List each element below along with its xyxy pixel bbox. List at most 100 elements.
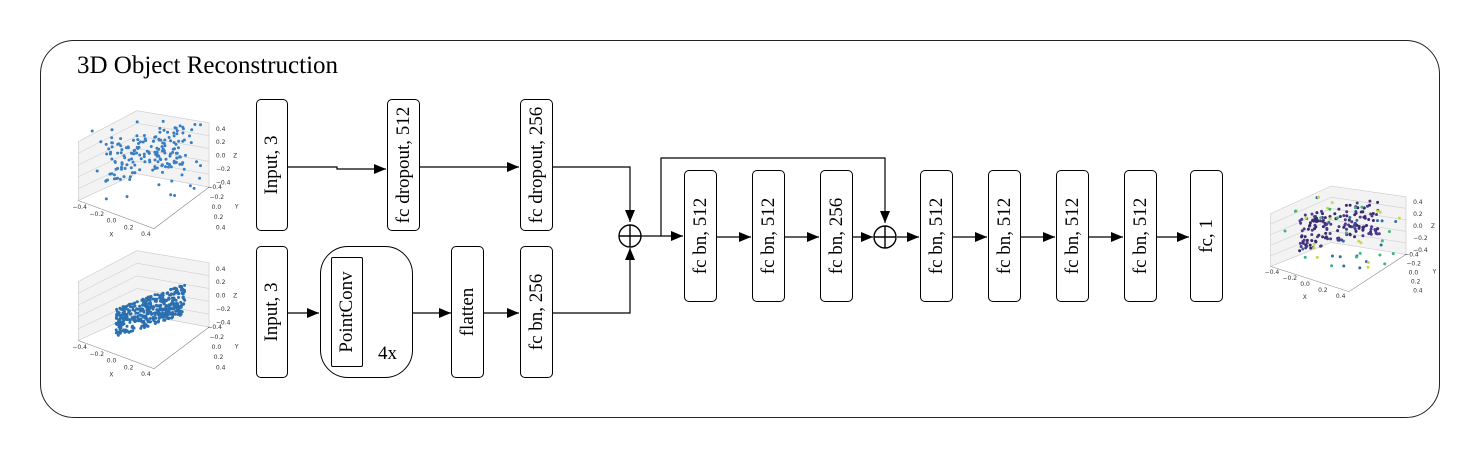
data-point: [153, 165, 157, 169]
data-point: [1319, 244, 1322, 248]
data-point: [173, 194, 177, 197]
data-point: [1303, 235, 1307, 239]
data-point: [1366, 261, 1370, 264]
data-point: [1348, 232, 1352, 236]
data-point: [122, 175, 126, 179]
data-point: [1378, 253, 1382, 257]
data-point: [110, 128, 114, 132]
data-point: [175, 129, 179, 133]
data-point: [165, 307, 169, 311]
y-tick-label: 0.0: [212, 344, 222, 351]
grid-line: [1270, 219, 1332, 246]
data-point: [1308, 243, 1312, 247]
data-point: [109, 150, 113, 154]
data-point: [113, 160, 117, 163]
data-point: [182, 167, 186, 171]
data-point: [153, 150, 157, 154]
data-point: [125, 195, 129, 199]
data-point: [129, 166, 133, 170]
data-point: [1330, 201, 1334, 205]
data-point: [110, 172, 114, 176]
data-point: [162, 318, 166, 322]
data-point: [163, 138, 167, 142]
y-tick-label: 0.2: [214, 214, 224, 221]
data-point: [140, 298, 144, 302]
data-point: [139, 157, 143, 161]
data-point: [127, 158, 131, 162]
grid-line: [78, 263, 137, 294]
data-point: [115, 310, 119, 314]
fc-bn-512-block-b: fc bn, 512: [752, 170, 785, 302]
floor-edge: [1270, 254, 1407, 292]
data-point: [1360, 205, 1364, 209]
data-point: [1303, 255, 1307, 259]
z-tick-label: −0.4: [216, 179, 231, 186]
data-point: [156, 293, 160, 297]
data-point: [165, 316, 169, 320]
data-point: [122, 328, 126, 332]
x-tick-label: −0.2: [90, 211, 105, 218]
data-point: [173, 126, 177, 130]
data-point: [178, 124, 182, 128]
data-point: [174, 142, 178, 146]
data-point: [1394, 220, 1398, 223]
pointconv-repeat-count: 4x: [378, 343, 397, 364]
y-tick-label: −0.4: [207, 324, 222, 331]
grid-line: [136, 123, 210, 136]
y-tick-label: −0.4: [207, 184, 222, 191]
data-point: [119, 330, 123, 333]
data-point: [1366, 204, 1369, 208]
z-tick-label: −0.2: [216, 306, 231, 313]
data-point: [172, 297, 176, 300]
data-point: [1328, 217, 1332, 221]
data-point: [164, 165, 167, 169]
data-point: [119, 151, 123, 155]
data-point: [1315, 216, 1319, 220]
x-tick-label: 0.2: [124, 364, 134, 371]
data-point: [146, 308, 150, 312]
data-point: [139, 326, 143, 330]
data-point: [172, 306, 176, 310]
fc-dropout-256-block: fc dropout, 256: [520, 99, 553, 231]
grid-line: [136, 263, 210, 276]
data-point: [126, 146, 130, 150]
data-point: [130, 171, 134, 175]
data-point: [142, 152, 146, 156]
data-point: [175, 132, 179, 136]
data-point: [154, 316, 158, 320]
data-point: [156, 160, 160, 164]
data-point: [1355, 201, 1359, 205]
data-point: [1345, 210, 1349, 214]
data-point: [1376, 209, 1379, 213]
data-point: [176, 291, 180, 295]
data-point: [173, 290, 177, 294]
data-point: [172, 159, 176, 163]
data-point: [169, 139, 173, 143]
diagram-title: 3D Object Reconstruction: [77, 52, 339, 79]
data-point: [161, 170, 164, 174]
data-point: [169, 303, 173, 307]
x-axis-label: X: [1303, 294, 1307, 300]
data-point: [132, 317, 136, 321]
data-point: [1369, 212, 1373, 216]
data-point: [141, 303, 144, 307]
data-point: [1387, 230, 1391, 233]
data-point: [162, 142, 166, 146]
data-point: [171, 299, 175, 303]
data-point: [142, 314, 146, 318]
data-point: [1328, 207, 1332, 211]
data-point: [164, 157, 168, 161]
data-point: [1298, 241, 1302, 245]
data-point: [142, 155, 146, 159]
y-tick-label: 0.4: [216, 224, 226, 231]
data-point: [179, 312, 183, 316]
data-point: [141, 320, 144, 324]
data-point: [119, 325, 123, 329]
data-point: [1318, 219, 1322, 223]
data-point: [116, 333, 120, 337]
data-point: [1354, 210, 1358, 213]
data-point: [138, 140, 142, 144]
data-point: [188, 134, 191, 138]
data-point: [183, 283, 187, 287]
data-point: [165, 304, 169, 308]
